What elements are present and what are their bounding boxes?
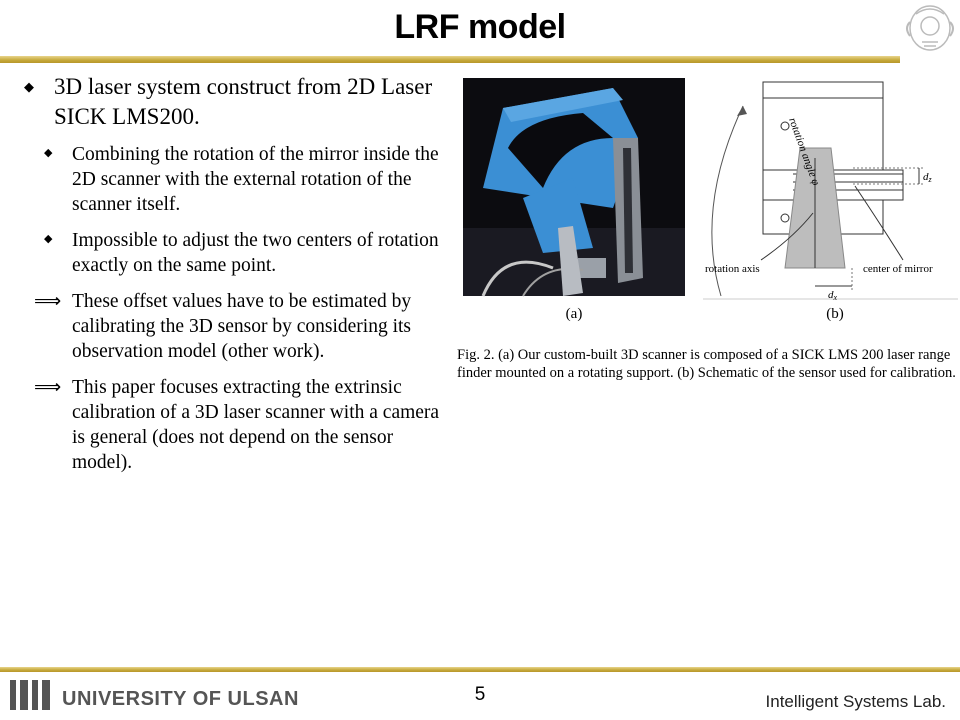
bullet-text: These offset values have to be estimated… xyxy=(72,291,412,362)
bullet-level2: ◆ Impossible to adjust the two centers o… xyxy=(20,228,450,278)
bullet-text: This paper focuses extracting the extrin… xyxy=(72,377,440,473)
university-name: UNIVERSITY OF ULSAN xyxy=(62,688,299,710)
bullet-text: Combining the rotation of the mirror ins… xyxy=(72,144,439,215)
bullet-text: 3D laser system construct from 2D Laser … xyxy=(54,74,433,129)
diamond-bullet-icon: ◆ xyxy=(44,147,53,159)
bullet-text: Impossible to adjust the two centers of … xyxy=(72,230,439,276)
rotation-axis-label: rotation axis xyxy=(705,263,760,275)
title-underline xyxy=(0,56,900,63)
implies-arrow-icon: ⟹ xyxy=(34,291,62,312)
university-emblem-icon xyxy=(906,5,954,51)
figure-label-a: (a) xyxy=(566,306,583,322)
lab-name: Intelligent Systems Lab. xyxy=(765,692,946,711)
diamond-bullet-icon: ◆ xyxy=(24,79,34,94)
scanner-schematic xyxy=(703,81,958,300)
scanner-photo xyxy=(463,78,685,297)
scanner-figure: (a) rotation angle φ rotation axis cente… xyxy=(463,78,958,322)
page-number: 5 xyxy=(474,684,486,705)
bullet-level2: ◆ Combining the rotation of the mirror i… xyxy=(20,142,450,217)
slide-title: LRF model xyxy=(394,8,566,46)
bullet-list: ◆ 3D laser system construct from 2D Lase… xyxy=(20,72,450,486)
bullet-level2: ⟹ This paper focuses extracting the extr… xyxy=(20,375,450,475)
center-of-mirror-label: center of mirror xyxy=(863,263,933,275)
figure-caption: Fig. 2. (a) Our custom-built 3D scanner … xyxy=(457,347,956,381)
bullet-level1: ◆ 3D laser system construct from 2D Lase… xyxy=(20,72,450,132)
implies-arrow-icon: ⟹ xyxy=(34,377,62,398)
dz-label: dz xyxy=(923,171,933,184)
university-logo-icon xyxy=(10,680,50,710)
dx-label: dx xyxy=(828,289,838,302)
diamond-bullet-icon: ◆ xyxy=(44,233,53,245)
figure-label-b: (b) xyxy=(826,306,844,322)
footer-rule xyxy=(0,667,960,672)
bullet-level2: ⟹ These offset values have to be estimat… xyxy=(20,289,450,364)
